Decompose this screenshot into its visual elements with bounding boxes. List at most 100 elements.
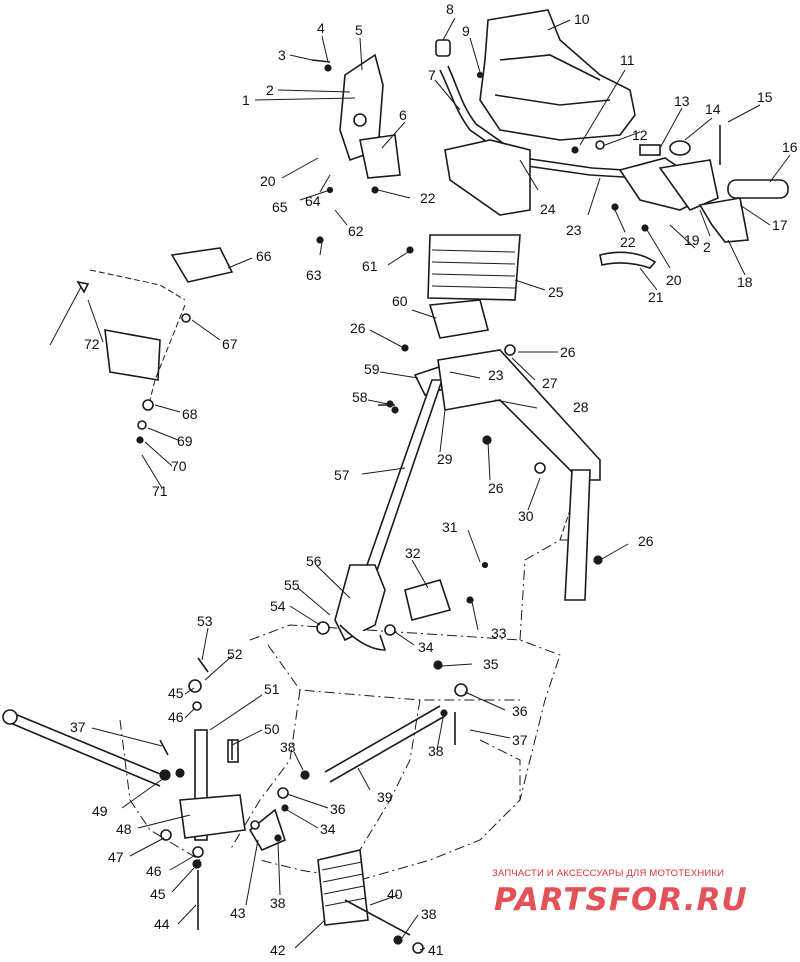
part-label-21: 21: [648, 289, 664, 305]
part-label-24: 24: [540, 201, 556, 217]
part-label-38d: 38: [421, 906, 437, 922]
part-label-9: 9: [462, 23, 470, 39]
part-label-65: 65: [272, 199, 288, 215]
part-label-32: 32: [405, 545, 421, 561]
spring-clip: [248, 808, 286, 852]
part-label-37: 37: [70, 719, 86, 735]
part-label-16: 16: [782, 139, 798, 155]
control-box: [170, 247, 234, 283]
part-label-17: 17: [772, 217, 788, 233]
part-label-6: 6: [399, 107, 407, 123]
watermark-logo: PARTSFOR.RU: [494, 882, 748, 918]
part-label-38c: 38: [270, 895, 286, 911]
part-label-61: 61: [362, 258, 378, 274]
steering-post: [358, 379, 444, 586]
part-label-38: 38: [280, 739, 296, 755]
part-labels: 1 2 3 4 5 6 7 8 9 10 11 12 13 14 15 16 1…: [70, 1, 798, 958]
part-label-47: 47: [108, 849, 124, 865]
part-label-58: 58: [352, 389, 368, 405]
part-label-25: 25: [548, 284, 564, 300]
part-label-68: 68: [182, 406, 198, 422]
part-label-29: 29: [437, 451, 453, 467]
part-label-33: 33: [491, 625, 507, 641]
tie-rod-right: [324, 705, 441, 773]
part-label-26a: 26: [350, 320, 366, 336]
part-label-52: 52: [227, 646, 243, 662]
part-label-11: 11: [620, 52, 635, 68]
watermark-caption: ЗАПЧАСТИ И АКСЕССУАРЫ ДЛЯ МОТОТЕХНИКИ: [492, 868, 725, 879]
part-label-39: 39: [377, 789, 393, 805]
part-label-36b: 36: [330, 801, 346, 817]
steering-column: [334, 234, 601, 651]
hand-grip: [727, 179, 789, 199]
part-label-5: 5: [355, 22, 363, 38]
frame-brace: [437, 349, 601, 481]
part-label-45b: 45: [150, 886, 166, 902]
part-label-71: 71: [152, 483, 168, 499]
part-label-64: 64: [305, 193, 321, 209]
part-label-26b: 26: [560, 344, 576, 360]
part-label-56: 56: [306, 553, 322, 569]
part-label-37b: 37: [512, 732, 528, 748]
part-label-38b: 38: [428, 743, 444, 759]
tie-rod-left: [9, 711, 166, 777]
part-label-28: 28: [573, 399, 589, 415]
steering-linkage: [2, 329, 446, 936]
right-clamp: [658, 159, 719, 211]
part-label-34: 34: [418, 639, 434, 655]
part-label-20b: 20: [666, 272, 682, 288]
part-label-20: 20: [260, 173, 276, 189]
part-label-44: 44: [154, 916, 170, 932]
part-label-31: 31: [442, 519, 458, 535]
part-label-15: 15: [757, 89, 773, 105]
part-label-23b: 23: [488, 367, 504, 383]
bar-end-cap: [435, 39, 451, 57]
part-label-22: 22: [420, 190, 436, 206]
brace-leg: [564, 469, 591, 601]
part-label-35: 35: [483, 656, 499, 672]
part-label-42: 42: [270, 942, 286, 958]
part-label-41: 41: [428, 942, 444, 958]
part-label-57: 57: [334, 467, 350, 483]
part-label-46b: 46: [146, 863, 162, 879]
part-label-55: 55: [284, 577, 300, 593]
part-label-70: 70: [171, 458, 187, 474]
part-label-67: 67: [222, 336, 238, 352]
part-label-34b: 34: [320, 821, 336, 837]
spindle-arm: [179, 794, 246, 839]
part-label-14: 14: [705, 101, 721, 117]
part-label-2: 2: [266, 82, 274, 98]
part-label-69: 69: [177, 433, 193, 449]
upper-support: [428, 299, 489, 339]
part-label-43: 43: [230, 905, 246, 921]
part-label-50: 50: [264, 721, 280, 737]
part-label-36: 36: [512, 703, 528, 719]
part-label-8: 8: [446, 1, 454, 17]
part-label-26c: 26: [488, 480, 504, 496]
part-label-7: 7: [428, 67, 436, 83]
part-label-19: 19: [684, 232, 700, 248]
heat-shield: [427, 234, 521, 301]
lower-bracket: [334, 564, 386, 642]
part-label-46: 46: [168, 709, 184, 725]
part-label-53: 53: [197, 613, 213, 629]
left-clamp: [359, 134, 401, 179]
part-label-48: 48: [116, 821, 132, 837]
part-label-27: 27: [542, 375, 558, 391]
part-label-26d: 26: [638, 533, 654, 549]
instrument-pod: [444, 9, 636, 216]
part-label-72: 72: [84, 336, 100, 352]
part-label-59: 59: [364, 361, 380, 377]
part-label-66: 66: [256, 248, 272, 264]
center-bracket: [444, 139, 531, 216]
ski-boot: [317, 849, 369, 926]
part-label-13: 13: [674, 93, 690, 109]
part-label-2b: 2: [703, 239, 711, 255]
lever-bracket: [698, 197, 749, 243]
remote-bracket-ghost: [104, 329, 161, 381]
part-label-40: 40: [387, 886, 403, 902]
part-label-18: 18: [737, 274, 753, 290]
part-label-54: 54: [270, 598, 286, 614]
ski-shaft: [344, 899, 411, 936]
